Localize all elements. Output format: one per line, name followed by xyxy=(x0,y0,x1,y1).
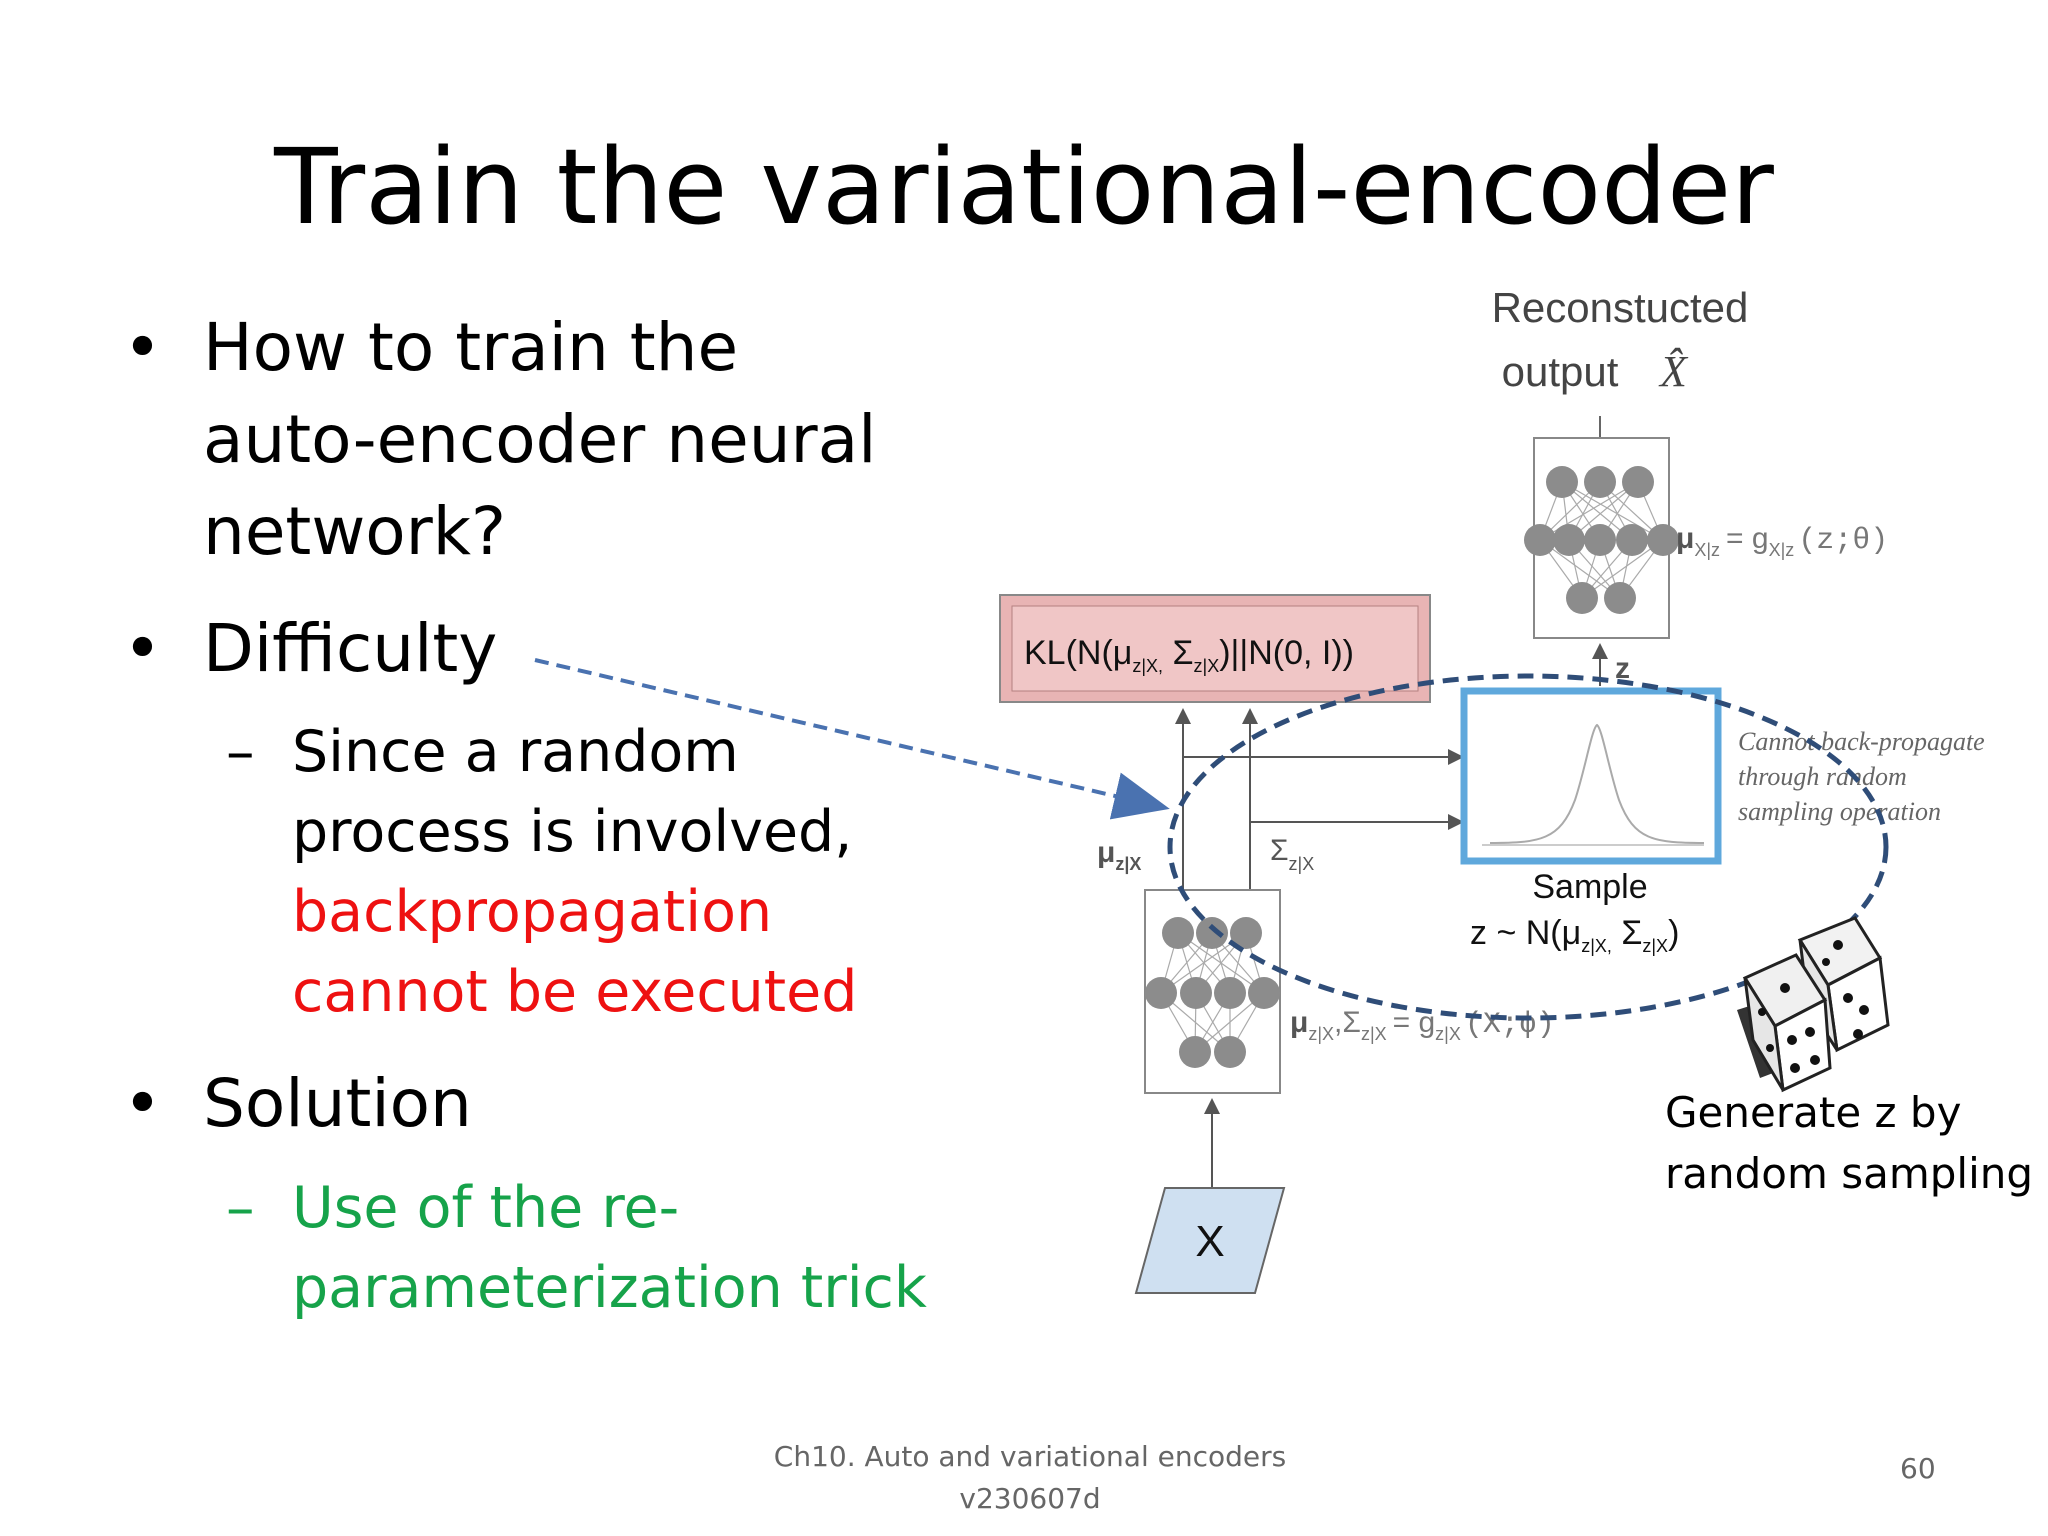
sampling-highlight-ellipse xyxy=(1167,673,1889,1021)
slide-title: Train the variational-encoder xyxy=(274,126,1774,248)
bullet-dot-icon: • xyxy=(123,309,162,386)
decoder-network xyxy=(1524,416,1679,639)
bullet-line: How to train the xyxy=(203,309,739,386)
bullet-dot-icon: • xyxy=(123,610,162,687)
sub-bullet-line: process is involved, xyxy=(292,799,853,865)
sample-equation: z ~ N(μz|X, Σz|X) xyxy=(1470,914,1679,956)
sample-label: Sample xyxy=(1532,868,1647,906)
cannot-backprop-note: Cannot back-propagate through random sam… xyxy=(1738,727,1991,826)
z-label: z xyxy=(1615,652,1630,685)
sub-bullet-line-green: Use of the re- xyxy=(292,1175,680,1241)
page-number: 60 xyxy=(1900,1452,1936,1485)
slide-footer: Ch10. Auto and variational encoders v230… xyxy=(760,1436,1300,1520)
recon-symbol: X̂ xyxy=(1658,347,1689,396)
sigma-label: Σz|X xyxy=(1270,834,1314,874)
footer-line: Ch10. Auto and variational encoders xyxy=(773,1440,1287,1473)
kl-formula: KL(N(μz|X, Σz|X)||N(0, I)) xyxy=(1024,634,1354,676)
bullet-solution: • Solution xyxy=(123,1058,472,1150)
sub-bullet-line-red: backpropagation xyxy=(292,879,773,945)
sub-bullet-difficulty: – Since a random process is involved, ba… xyxy=(226,712,858,1032)
bullet-line: Difficulty xyxy=(203,610,498,687)
encoder-network xyxy=(1144,889,1281,1094)
bullet-difficulty: • Difficulty xyxy=(123,603,498,695)
dash-icon: – xyxy=(226,1175,255,1241)
bullet-dot-icon: • xyxy=(123,1065,162,1142)
recon-label: output xyxy=(1502,348,1619,395)
random-sampling-caption: Generate z by random sampling xyxy=(1665,1082,2033,1204)
sample-box xyxy=(1460,687,1722,865)
input-label: X xyxy=(1195,1217,1224,1266)
input-node: X xyxy=(1134,1187,1286,1294)
difficulty-arrow xyxy=(534,658,1170,820)
bullet-line: auto-encoder neural xyxy=(203,401,877,478)
mu-label: μz|X xyxy=(1097,836,1141,874)
decoder-equation: μX|z= gX|z(z;θ) xyxy=(1676,522,1888,560)
dash-icon: – xyxy=(226,719,255,785)
recon-label: Reconstucted xyxy=(1492,284,1749,331)
bullet-line: network? xyxy=(203,493,507,570)
footer-line: v230607d xyxy=(959,1482,1101,1515)
bullet-line: Solution xyxy=(203,1065,472,1142)
sub-bullet-line: Since a random xyxy=(292,719,739,785)
sub-bullet-line-red: cannot be executed xyxy=(292,959,858,1025)
dice-icon xyxy=(1737,916,1890,1093)
caption-line: random sampling xyxy=(1665,1149,2034,1198)
kl-divergence-box: KL(N(μz|X, Σz|X)||N(0, I)) xyxy=(999,594,1431,703)
sub-bullet-line-green: parameterization trick xyxy=(292,1255,927,1321)
encoder-equation: μz|X,Σz|X= gz|X(X;ϕ) xyxy=(1290,1006,1555,1044)
bullet-how-to-train: • How to train the auto-encoder neural n… xyxy=(123,302,877,578)
sub-bullet-solution: – Use of the re- parameterization trick xyxy=(226,1168,927,1328)
caption-line: Generate z by xyxy=(1665,1088,1962,1137)
